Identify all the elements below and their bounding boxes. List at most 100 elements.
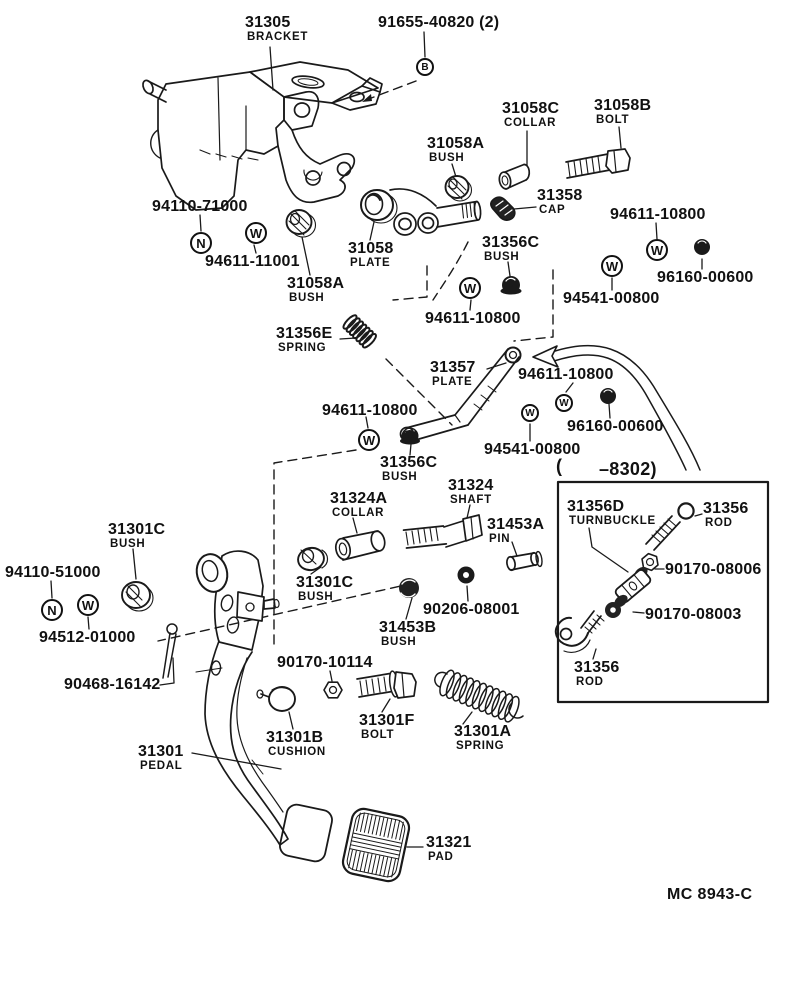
collar-31058c-art (498, 163, 531, 190)
fastener-callout-w: W (459, 277, 481, 299)
part-label: 96160-00600 (657, 269, 754, 286)
fastener-callout-n: N (41, 599, 63, 621)
part-number: 94541-00800 (563, 290, 660, 307)
fastener-callout-n: N (190, 232, 212, 254)
part-number: 90170-08006 (665, 561, 762, 578)
part-number: 31453B (379, 619, 437, 636)
part-name: TURNBUCKLE (569, 515, 656, 528)
part-number: 31058B (594, 97, 652, 114)
part-number: 31058A (287, 275, 345, 292)
bracket-31305-art (142, 61, 383, 211)
part-number: 90468-16142 (64, 676, 161, 693)
part-number: 31324 (448, 477, 494, 494)
part-label: 90468-16142 (64, 676, 161, 693)
part-name: BRACKET (247, 31, 309, 44)
part-name: BUSH (429, 152, 465, 165)
part-number: 31324A (330, 490, 388, 507)
inset-caption-range: –8302) (599, 459, 657, 479)
part-number: 94611-11001 (205, 253, 300, 270)
part-number: 31356C (482, 234, 540, 251)
inset-box (556, 480, 770, 704)
part-name: ROD (576, 676, 604, 689)
part-label: 90170-08006 (665, 561, 762, 578)
bush-31058a-art (285, 175, 473, 238)
part-name: BUSH (289, 292, 325, 305)
part-name: SPRING (456, 740, 505, 753)
part-label: 90170-10114 (277, 654, 373, 671)
part-name: SPRING (278, 342, 327, 355)
part-number: 31301 (138, 743, 184, 760)
fastener-callout-w: W (521, 404, 539, 422)
part-name: PLATE (432, 376, 473, 389)
part-name: CUSHION (268, 746, 326, 759)
part-number: 94110-51000 (5, 564, 101, 581)
part-label: 94110-71000 (152, 198, 248, 215)
drawing-code: MC 8943-C (667, 886, 753, 903)
part-number: 31305 (245, 14, 291, 31)
part-label: 94611-10800 (610, 206, 706, 223)
part-name: BUSH (381, 636, 417, 649)
part-label: 90206-08001 (423, 601, 520, 618)
part-label: 96160-00600 (567, 418, 664, 435)
part-label: 94611-11001 (205, 253, 300, 270)
part-number: 96160-00600 (567, 418, 664, 435)
part-number: 94512-01000 (39, 629, 136, 646)
part-label: 94611-10800 (322, 402, 418, 419)
part-label: 94611-10800 (425, 310, 521, 327)
cap-31358-art (490, 196, 516, 221)
cushion-31301b-art (256, 686, 296, 712)
part-number: 94611-10800 (425, 310, 521, 327)
part-name: BUSH (484, 251, 520, 264)
part-number: 31301A (454, 723, 512, 740)
part-number: 96160-00600 (657, 269, 754, 286)
part-label: 90170-08003 (645, 606, 742, 623)
bolt-31058b-art (565, 148, 631, 179)
part-number: 31321 (426, 834, 472, 851)
part-name: BOLT (361, 729, 395, 742)
part-name: COLLAR (332, 507, 385, 520)
part-number: 31356 (703, 500, 749, 517)
part-number: 91655-40820 (2) (378, 14, 500, 31)
part-label: 94512-01000 (39, 629, 136, 646)
rod-31356-art (554, 502, 695, 653)
part-label: 91655-40820 (2) (378, 14, 500, 31)
part-number: 31358 (537, 187, 583, 204)
fastener-callout-w: W (358, 429, 380, 451)
part-name: BUSH (298, 591, 334, 604)
part-number: 31357 (430, 359, 476, 376)
bush-31301c-art (121, 546, 419, 612)
fastener-callout-w: W (555, 394, 573, 412)
bolt-31301f-art (356, 670, 417, 699)
pedal-31301-art (195, 550, 289, 846)
part-label: 94541-00800 (563, 290, 660, 307)
fastener-callout-w: W (601, 255, 623, 277)
part-number: 31058A (427, 135, 485, 152)
part-number: 94541-00800 (484, 441, 581, 458)
spring-31356e-art (342, 314, 377, 349)
part-number: 31453A (487, 516, 545, 533)
fastener-callout-b: B (416, 58, 434, 76)
plate-31058-art (360, 188, 482, 236)
part-number: 31356D (567, 498, 625, 515)
part-name: PIN (489, 533, 511, 546)
part-number: 90170-08003 (645, 606, 742, 623)
leader-lines (50, 31, 703, 848)
assembly-dashed-lines (157, 80, 554, 649)
fastener-callout-w: W (77, 594, 99, 616)
pad-31321-art (279, 803, 411, 883)
part-name: CAP (539, 204, 566, 217)
part-number: 31301C (296, 574, 354, 591)
